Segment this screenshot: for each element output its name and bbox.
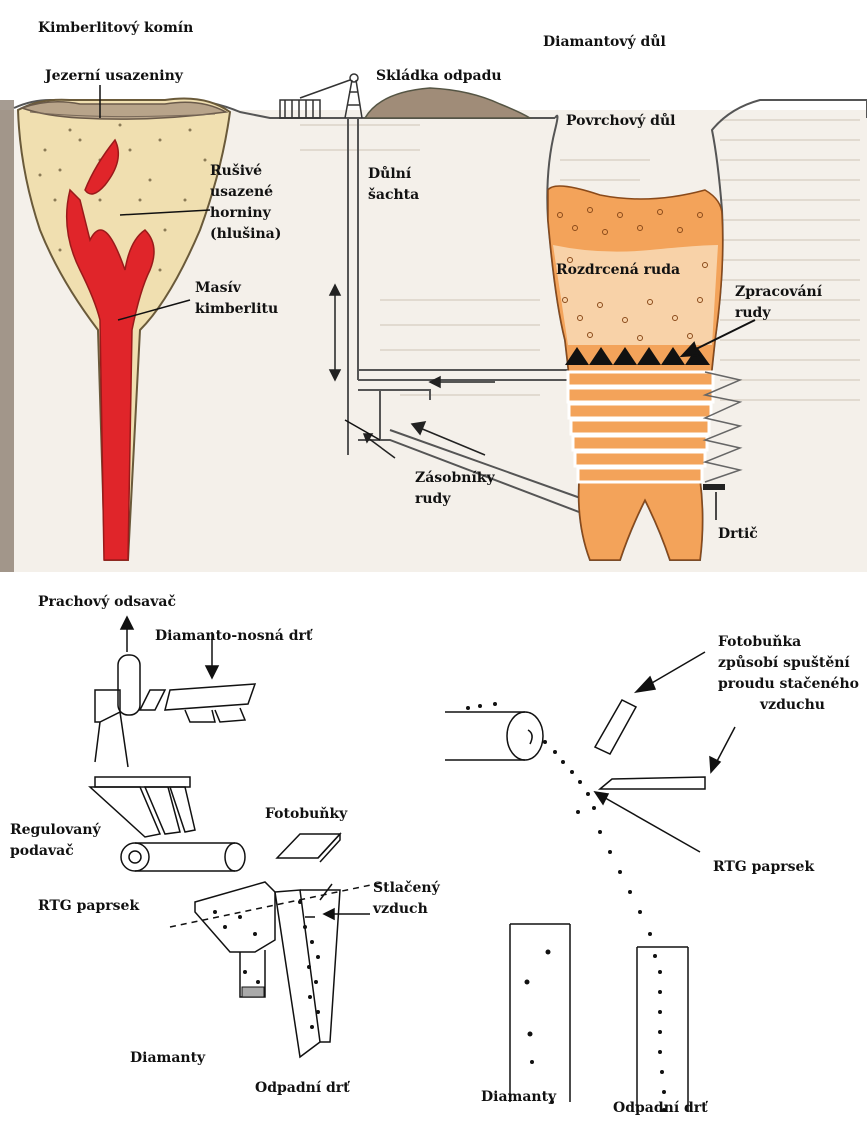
label-feeder-1: Regulovaný bbox=[10, 821, 102, 838]
label-ore-bins-1: Zásobníky bbox=[415, 470, 495, 486]
label-lake-sediments: Jezerní usazeniny bbox=[43, 68, 184, 84]
label-shaft-2: šachta bbox=[368, 187, 419, 203]
label-massif-2: kimberlitu bbox=[195, 301, 278, 317]
diamond-sorting-panel: Prachový odsavač Diamanto-nosná drť Regu… bbox=[0, 572, 867, 1122]
label-massif-1: Masív bbox=[195, 280, 242, 296]
binding-shadow bbox=[0, 100, 14, 572]
right-arrows bbox=[595, 652, 735, 852]
label-shaft-1: Důlní bbox=[368, 165, 412, 182]
sorting-machine-left bbox=[90, 624, 340, 1057]
label-diamond-grit: Diamanto-nosná drť bbox=[155, 628, 313, 644]
sorting-diagram-right bbox=[445, 700, 705, 1112]
label-disruptive-1: Rušivé bbox=[210, 163, 262, 179]
label-disruptive-3: horniny bbox=[210, 205, 272, 221]
label-compressed-air-1: Stlačený bbox=[373, 879, 441, 896]
label-waste-dump: Skládka odpadu bbox=[376, 68, 502, 84]
left-arrows bbox=[121, 617, 385, 927]
label-crushed-ore: Rozdrcená ruda bbox=[556, 262, 680, 278]
ore-levels bbox=[568, 372, 713, 482]
trajectory-dots bbox=[466, 702, 666, 1112]
label-processing-2: rudy bbox=[735, 305, 771, 321]
label-trigger-1: Fotobuňka bbox=[718, 634, 801, 650]
label-waste-right: Odpadní drť bbox=[613, 1100, 708, 1116]
label-xray-right: RTG paprsek bbox=[713, 859, 814, 875]
label-crusher: Drtič bbox=[718, 526, 758, 542]
label-disruptive-2: usazené bbox=[210, 184, 273, 200]
diamond-collector bbox=[242, 987, 264, 997]
label-ore-bins-2: rudy bbox=[415, 491, 451, 507]
label-kimberlite-pipe: Kimberlitový komín bbox=[38, 19, 193, 36]
label-disruptive-4: (hlušina) bbox=[210, 226, 281, 242]
label-photocells: Fotobuňky bbox=[265, 806, 348, 822]
label-dust-extractor: Prachový odsavač bbox=[38, 593, 176, 610]
label-trigger-3: proudu stačeného bbox=[718, 676, 859, 692]
label-xray-left: RTG paprsek bbox=[38, 898, 139, 914]
label-compressed-air-2: vzduch bbox=[372, 901, 428, 917]
mine-cross-section-panel: Kimberlitový komín Diamantový důl Jezern… bbox=[0, 0, 867, 572]
label-feeder-2: podavač bbox=[10, 843, 74, 859]
label-diamonds-right: Diamanty bbox=[481, 1089, 557, 1105]
label-trigger-2: způsobí spuštění bbox=[718, 654, 850, 671]
label-processing-1: Zpracování bbox=[735, 284, 823, 300]
label-waste-left: Odpadní drť bbox=[255, 1080, 350, 1096]
label-open-pit: Povrchový důl bbox=[566, 112, 675, 129]
crusher-block bbox=[703, 484, 725, 490]
label-diamond-mine: Diamantový důl bbox=[543, 33, 666, 50]
label-diamonds-left: Diamanty bbox=[130, 1050, 206, 1066]
label-trigger-4: vzduchu bbox=[759, 697, 825, 713]
